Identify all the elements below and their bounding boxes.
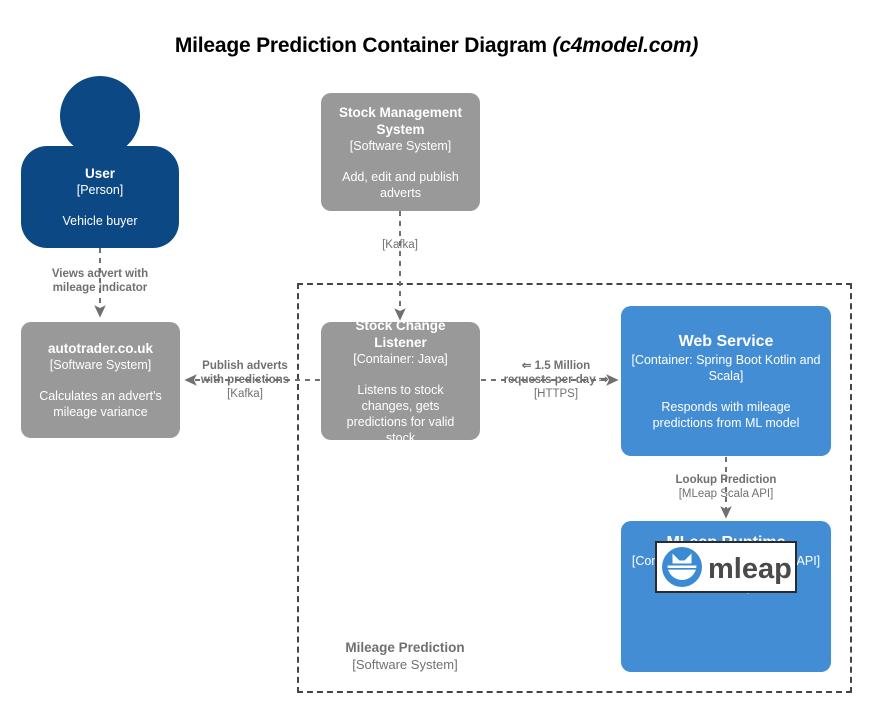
rel-label-views-advert: Views advert with mileage indicator — [20, 267, 180, 295]
rel-publish-line1: Publish adverts — [202, 360, 288, 372]
node-user-tech: [Person] — [76, 183, 124, 197]
node-stock-management-system-name: Stock Management System — [338, 104, 463, 137]
node-stock-change-listener-name: Stock Change Listener — [355, 317, 446, 350]
rel-label-publish-adverts: Publish adverts with predictions [Kafka] — [190, 359, 300, 401]
node-stock-change-listener-tech: [Container: Java] — [353, 351, 448, 366]
mleap-logo: mleap — [655, 541, 797, 593]
rel-kafka-top-tech: [Kafka] — [382, 239, 418, 251]
node-stock-management-system[interactable]: Stock Management System [Software System… — [321, 93, 480, 211]
node-autotrader-name: autotrader.co.uk — [47, 341, 154, 356]
person-head-icon — [60, 76, 140, 156]
node-stock-change-listener[interactable]: Stock Change Listener [Container: Java] … — [321, 318, 480, 445]
rel-label-lookup-prediction: Lookup Prediction [MLeap Scala API] — [646, 473, 806, 501]
rel-requests-line2: requests per day ⇒ — [503, 374, 609, 386]
rel-lookup-tech: [MLeap Scala API] — [678, 488, 774, 500]
boundary-label-name: Mileage Prediction — [345, 640, 465, 655]
node-user-description: Vehicle buyer — [62, 214, 138, 228]
rel-requests-tech: [HTTPS] — [533, 388, 579, 400]
page-title-main: Mileage Prediction Container Diagram — [174, 34, 553, 57]
node-stock-management-system-tech: [Software System] — [349, 138, 452, 153]
node-autotrader[interactable]: autotrader.co.uk [Software System] Calcu… — [21, 322, 180, 438]
person-body: User [Person] Vehicle buyer — [21, 146, 179, 248]
rel-requests-line1: ⇐ 1.5 Million — [521, 360, 591, 372]
boundary-label-tech: [Software System] — [352, 657, 458, 672]
node-web-service-description: Responds with mileage predictions from M… — [652, 399, 800, 430]
rel-publish-tech: [Kafka] — [227, 388, 263, 400]
node-user-name: User — [84, 166, 116, 181]
node-autotrader-tech: [Software System] — [49, 358, 152, 372]
mleap-logo-icon: mleap — [662, 547, 792, 587]
page-title-site: (c4model.com) — [552, 34, 699, 57]
node-stock-management-system-description: Add, edit and publish adverts — [342, 169, 459, 200]
page-title: Mileage Prediction Container Diagram (c4… — [0, 34, 873, 58]
node-web-service-tech: [Container: Spring Boot Kotlin and Scala… — [631, 352, 821, 383]
rel-label-kafka-top: [Kafka] — [350, 238, 450, 252]
node-autotrader-description: Calculates an advert's mileage variance — [39, 389, 162, 419]
rel-lookup-name: Lookup Prediction — [675, 474, 777, 486]
node-web-service[interactable]: Web Service [Container: Spring Boot Kotl… — [621, 306, 831, 456]
rel-views-advert-line1: Views advert with — [51, 268, 149, 280]
rel-publish-line2: with predictions — [200, 374, 290, 386]
node-mleap-runtime[interactable]: MLeap Runtime [Container: MLeap and Scal… — [621, 521, 831, 672]
mleap-wordmark: mleap — [708, 553, 792, 585]
node-web-service-name: Web Service — [678, 332, 774, 350]
boundary-mileage-prediction — [297, 283, 852, 693]
boundary-label: Mileage Prediction [Software System] — [300, 639, 510, 673]
rel-label-requests-per-day: ⇐ 1.5 Million requests per day ⇒ [HTTPS] — [500, 359, 612, 401]
node-stock-change-listener-description: Listens to stock changes, gets predictio… — [346, 382, 455, 445]
rel-views-advert-line2: mileage indicator — [52, 282, 148, 294]
